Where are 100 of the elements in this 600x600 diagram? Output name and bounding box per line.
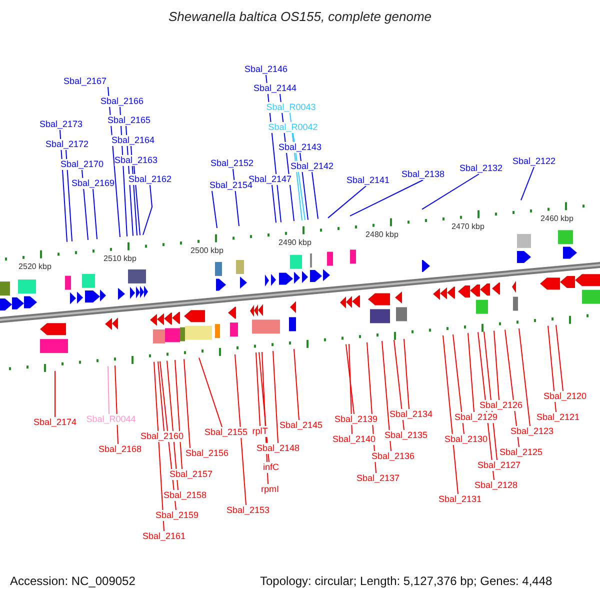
leader-line <box>404 338 410 410</box>
gene-label: Sbal_2145 <box>279 420 323 431</box>
gene-label: Sbal_2158 <box>163 490 207 501</box>
gene-label: Sbal_2135 <box>384 430 428 441</box>
scale-label: 2520 kbp <box>18 262 52 272</box>
gene-label: Sbal_2130 <box>444 434 488 445</box>
leader-line <box>518 328 530 426</box>
leader-line <box>442 334 458 494</box>
gene-label: rpmI <box>261 484 279 495</box>
scale-label: 2500 kbp <box>190 246 224 256</box>
leader-line <box>154 361 164 532</box>
leader-line <box>328 186 366 218</box>
gene-label: Sbal_2167 <box>63 76 107 87</box>
gene-label: Sbal_2126 <box>479 400 523 411</box>
gene-label: Sbal_2160 <box>140 431 184 442</box>
gene-label: infC <box>263 462 279 473</box>
gene-label: Sbal_2153 <box>226 505 270 516</box>
leader-line <box>92 188 98 240</box>
gene-label: Sbal_2152 <box>210 158 254 169</box>
scale-label: 2460 kbp <box>540 214 574 224</box>
gene-label: Sbal_2134 <box>389 409 433 420</box>
leader-line <box>452 334 464 434</box>
gene-label: Sbal_2125 <box>499 447 543 458</box>
leader-line <box>348 344 352 434</box>
scale-label: 2490 kbp <box>278 238 312 248</box>
scale-label: 2510 kbp <box>104 254 136 264</box>
gene-label: Sbal_2174 <box>33 417 77 428</box>
gene-label: Sbal_R0044 <box>86 414 136 425</box>
gene-label: Sbal_2132 <box>459 163 503 174</box>
gene-label: Sbal_2136 <box>371 451 415 462</box>
leader-line <box>108 366 110 414</box>
leader-line <box>134 166 140 236</box>
gene-label: rplT <box>252 426 268 437</box>
gene-label: Sbal_2169 <box>71 178 115 189</box>
leader-line <box>548 325 556 412</box>
gene-label: Sbal_2156 <box>185 448 229 459</box>
gene-label: Sbal_2122 <box>512 156 556 167</box>
gene-label: Sbal_2159 <box>155 510 199 521</box>
gene-label: Sbal_R0043 <box>266 102 316 113</box>
leader-line <box>158 361 164 432</box>
leader-line <box>294 348 300 420</box>
leader-line <box>346 344 354 414</box>
leader-line <box>258 352 270 462</box>
leader-line <box>212 190 218 229</box>
title: Shewanella baltica OS155, complete genome <box>167 9 433 24</box>
scale-label: 2480 kbp <box>366 230 398 240</box>
gene-label: Sbal_2138 <box>401 169 445 180</box>
gene-label: Sbal_2161 <box>142 531 186 542</box>
gene-label: Sbal_2140 <box>332 434 376 445</box>
gene-label: Sbal_2162 <box>128 174 172 185</box>
gene-label: Sbal_2144 <box>253 83 297 94</box>
gene-label: Sbal_2170 <box>60 159 104 170</box>
gene-label: Sbal_R0042 <box>268 122 318 133</box>
leader-line <box>272 184 276 224</box>
footer-text: Accession: NC_009052 <box>10 575 136 587</box>
gene-label: Sbal_2137 <box>356 473 400 484</box>
leader-line <box>350 180 424 216</box>
gene-label: Sbal_2131 <box>438 494 482 505</box>
gene-label: Sbal_2147 <box>248 174 292 185</box>
gene-label: Sbal_2141 <box>346 175 390 186</box>
scale-label: 2470 kbp <box>452 222 484 232</box>
leader-line <box>382 340 392 452</box>
leader-line <box>174 359 182 470</box>
gene-label: Sbal_2139 <box>334 414 378 425</box>
leader-line <box>520 166 534 201</box>
gene-label: Sbal_2148 <box>256 443 300 454</box>
gene-label: Sbal_2154 <box>209 180 253 191</box>
gene-label: Sbal_2164 <box>111 135 155 146</box>
gene-label: Sbal_2173 <box>39 119 83 130</box>
leader-line <box>142 184 152 236</box>
leader-line <box>54 370 56 418</box>
gene-label: Sbal_2146 <box>244 64 288 75</box>
leader-line <box>82 170 88 240</box>
gene-label: Sbal_2129 <box>454 412 498 423</box>
gene-label: Sbal_2123 <box>510 426 554 437</box>
gene-label: Sbal_2157 <box>169 469 213 480</box>
leader-line <box>256 352 260 426</box>
leader-line <box>262 351 268 484</box>
gene-label: Sbal_2172 <box>45 139 89 150</box>
leader-line <box>66 150 72 242</box>
leader-line <box>422 174 480 210</box>
gene-label: Sbal_2120 <box>543 391 587 402</box>
gene-label: Sbal_2163 <box>114 155 158 166</box>
gene-label: Sbal_2127 <box>477 460 521 471</box>
leader-line <box>312 172 318 220</box>
footer-text: Topology: circular; Length: 5,127,376 bp; Genes: 4,448 <box>260 575 552 587</box>
gene-label: Sbal_2142 <box>290 161 334 172</box>
gene-label: Sbal_2165 <box>107 115 151 126</box>
gene-label: Sbal_2121 <box>536 412 580 423</box>
leader-line <box>234 354 246 506</box>
leader-line <box>198 357 222 428</box>
gene-label: Sbal_2155 <box>204 427 248 438</box>
gene-label: Sbal_2166 <box>100 96 144 107</box>
leader-line <box>468 332 474 412</box>
leader-line <box>556 324 564 392</box>
gene-label: Sbal_2143 <box>278 142 322 153</box>
gene-label: Sbal_2168 <box>98 444 142 455</box>
leader-line <box>184 358 190 448</box>
leader-line <box>494 330 500 400</box>
gene-label: Sbal_2128 <box>474 480 518 491</box>
